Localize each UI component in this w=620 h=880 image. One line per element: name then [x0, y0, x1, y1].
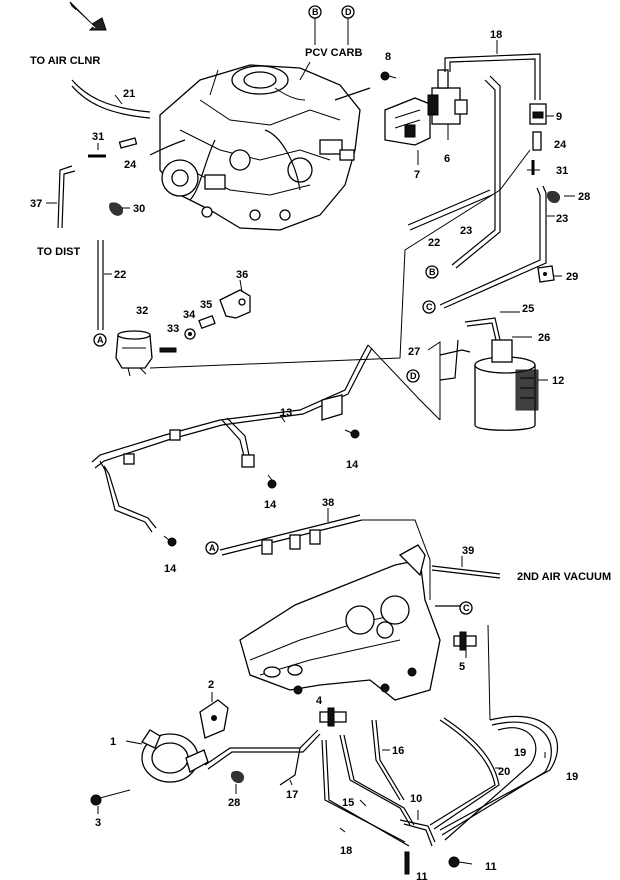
- label-24-right: 24: [554, 139, 567, 151]
- label-31-right: 31: [556, 165, 568, 177]
- part-9-filter: [529, 103, 547, 125]
- part-7-bracket: [384, 97, 431, 146]
- label-27: 27: [408, 346, 420, 358]
- part-12-canister: [474, 339, 539, 431]
- part-32-valve: [115, 330, 153, 377]
- part-14-bolt-c: [163, 535, 177, 547]
- label-33: 33: [167, 323, 179, 335]
- label-2: 2: [208, 679, 214, 691]
- ref-marker-a-mid: A: [205, 541, 219, 555]
- svg-text:D: D: [345, 7, 352, 17]
- label-22-left: 22: [114, 269, 126, 281]
- part-4-fitting: [319, 707, 347, 727]
- label-12: 12: [552, 375, 564, 387]
- part-6-vsv: [427, 69, 468, 140]
- label-28: 28: [578, 191, 590, 203]
- label-30: 30: [133, 203, 145, 215]
- part-29-bracket: [537, 265, 555, 283]
- ref-marker-carb: D: [341, 5, 355, 45]
- ref-marker-c-mid: C: [422, 300, 436, 314]
- caption-to-air-cleaner: TO AIR CLNR: [30, 55, 100, 67]
- label-17: 17: [286, 789, 298, 801]
- part-11-bolt: [448, 856, 473, 868]
- label-4: 4: [316, 695, 323, 707]
- caption-pcv-carb: PCV CARB: [305, 47, 363, 59]
- label-14-b: 14: [264, 499, 277, 511]
- hose-37: [57, 165, 73, 229]
- svg-text:B: B: [429, 267, 436, 277]
- label-13: 13: [280, 407, 292, 419]
- part-14-bolt-a: [344, 429, 360, 439]
- part-38-pipe: [219, 514, 363, 556]
- svg-text:A: A: [209, 543, 216, 553]
- label-32: 32: [136, 305, 148, 317]
- label-31-left: 31: [92, 131, 104, 143]
- label-14-c: 14: [164, 563, 177, 575]
- label-39: 39: [462, 545, 474, 557]
- label-24-left: 24: [124, 159, 137, 171]
- label-8: 8: [385, 51, 391, 63]
- carburetor-assembly: [149, 61, 371, 231]
- label-29: 29: [566, 271, 578, 283]
- part-3-bolt: [90, 789, 131, 806]
- label-7: 7: [414, 169, 420, 181]
- hose-21: [71, 79, 151, 113]
- label-22-right: 22: [428, 237, 440, 249]
- svg-text:C: C: [463, 603, 470, 613]
- svg-text:A: A: [97, 335, 104, 345]
- label-15: 15: [342, 797, 354, 809]
- label-36: 36: [236, 269, 248, 281]
- part-1-actuator: [141, 729, 209, 783]
- label-11-right: 11: [485, 861, 497, 873]
- label-19-a: 19: [514, 747, 526, 759]
- label-19-b: 19: [566, 771, 578, 783]
- label-11-bottom: 11: [416, 871, 428, 880]
- part-5-sensor: [453, 631, 477, 651]
- label-38: 38: [322, 497, 334, 509]
- label-18-bottom: 18: [340, 845, 352, 857]
- label-10: 10: [410, 793, 422, 805]
- label-37: 37: [30, 198, 42, 210]
- label-21: 21: [123, 88, 135, 100]
- svg-text:C: C: [426, 302, 433, 312]
- svg-text:B: B: [312, 7, 319, 17]
- label-25: 25: [522, 303, 534, 315]
- part-31-left: [88, 143, 106, 158]
- label-28-lower: 28: [228, 797, 240, 809]
- label-34: 34: [183, 309, 196, 321]
- label-6: 6: [444, 153, 450, 165]
- intake-manifold: [239, 544, 441, 701]
- label-1: 1: [110, 736, 116, 748]
- part-2-bracket: [199, 699, 229, 739]
- label-3: 3: [95, 817, 101, 829]
- caption-to-distributor: TO DIST: [37, 246, 80, 258]
- ref-marker-d: D: [406, 369, 420, 383]
- ref-marker-a-left: A: [93, 333, 107, 347]
- ref-marker-pcv: B: [308, 5, 322, 45]
- ref-marker-c-lower: C: [435, 601, 473, 615]
- label-20: 20: [498, 766, 510, 778]
- label-23-mid: 23: [460, 225, 472, 237]
- part-10-tee: [399, 810, 436, 847]
- label-9: 9: [556, 111, 562, 123]
- label-26: 26: [538, 332, 550, 344]
- part-14-bolt-b: [267, 474, 277, 489]
- label-18-top: 18: [490, 29, 502, 41]
- label-23-right: 23: [556, 213, 568, 225]
- part-36-bracket: [219, 289, 251, 319]
- label-5: 5: [459, 661, 465, 673]
- label-35: 35: [200, 299, 212, 311]
- part-13-pipe: [91, 344, 373, 533]
- label-16: 16: [392, 745, 404, 757]
- svg-text:D: D: [410, 371, 417, 381]
- part-30-clip: [109, 202, 124, 216]
- caption-second-air-vacuum: 2ND AIR VACUUM: [517, 571, 611, 583]
- front-arrow-icon: [69, 1, 107, 31]
- ref-marker-b-mid: B: [425, 265, 439, 279]
- label-14-a: 14: [346, 459, 359, 471]
